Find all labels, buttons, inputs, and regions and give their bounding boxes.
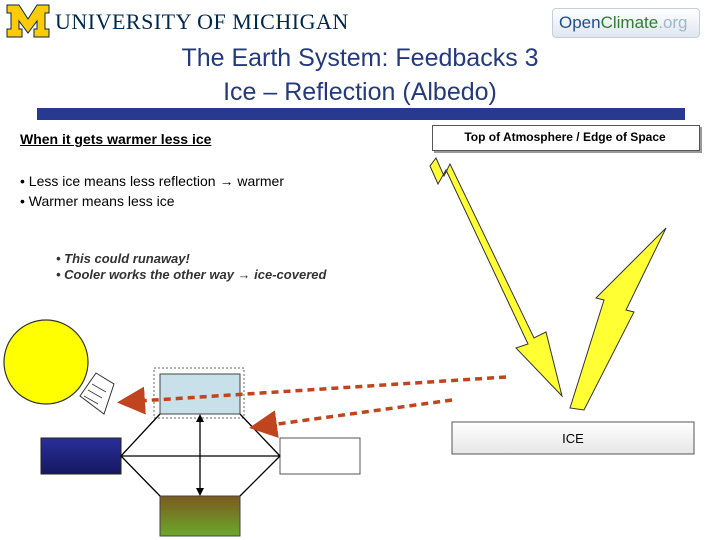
openclimate-org: .org xyxy=(658,13,688,32)
dashed-arrow-icon xyxy=(249,398,453,439)
sub-bullet-text: • Cooler works the other way xyxy=(56,267,238,282)
bullet-less-ice: • Less ice means less reflection → warme… xyxy=(20,173,284,189)
right-box xyxy=(279,437,361,475)
bullet-result: warmer xyxy=(233,173,284,189)
toa-box xyxy=(432,125,700,151)
block-m-logo xyxy=(6,4,50,38)
section-heading: When it gets warmer less ice xyxy=(20,131,212,147)
arrow-right-icon: → xyxy=(237,267,251,282)
toa-label: Top of Atmosphere / Edge of Space xyxy=(464,130,666,144)
bullet-warmer: • Warmer means less ice xyxy=(20,193,175,209)
land-box xyxy=(159,495,241,537)
openclimate-logo-text: OpenClimate.org xyxy=(559,13,688,33)
bullet-text: • Warmer means less ice xyxy=(20,193,175,209)
lightning-arrow-icon xyxy=(429,157,563,398)
university-name: UNIVERSITY OF MICHIGAN xyxy=(55,9,349,34)
ocean-box xyxy=(40,437,122,475)
dashed-arrow-icon xyxy=(117,375,507,415)
openclimate-logo xyxy=(552,8,700,38)
sun-icon xyxy=(3,319,89,405)
title-rule xyxy=(37,108,685,120)
slide-title-line2: Ice – Reflection (Albedo) xyxy=(223,78,497,106)
sub-bullet-runaway: • This could runaway! xyxy=(56,251,190,266)
bullet-text: • Less ice means less reflection xyxy=(20,173,220,189)
arrow-right-icon: → xyxy=(219,173,234,189)
slide-title-line1: The Earth System: Feedbacks 3 xyxy=(181,44,539,72)
sub-bullet-text: • This could runaway! xyxy=(56,251,190,266)
sunbeam-icon xyxy=(79,372,115,415)
ice-label: ICE xyxy=(562,431,584,446)
sub-bullet-cooler: • Cooler works the other way → ice-cover… xyxy=(56,267,326,282)
reflected-beam-icon xyxy=(569,227,667,411)
ice-box xyxy=(451,421,695,455)
sub-bullet-result: ice-covered xyxy=(250,267,327,282)
openclimate-open: Open xyxy=(559,13,601,32)
openclimate-climate: Climate xyxy=(600,13,659,32)
